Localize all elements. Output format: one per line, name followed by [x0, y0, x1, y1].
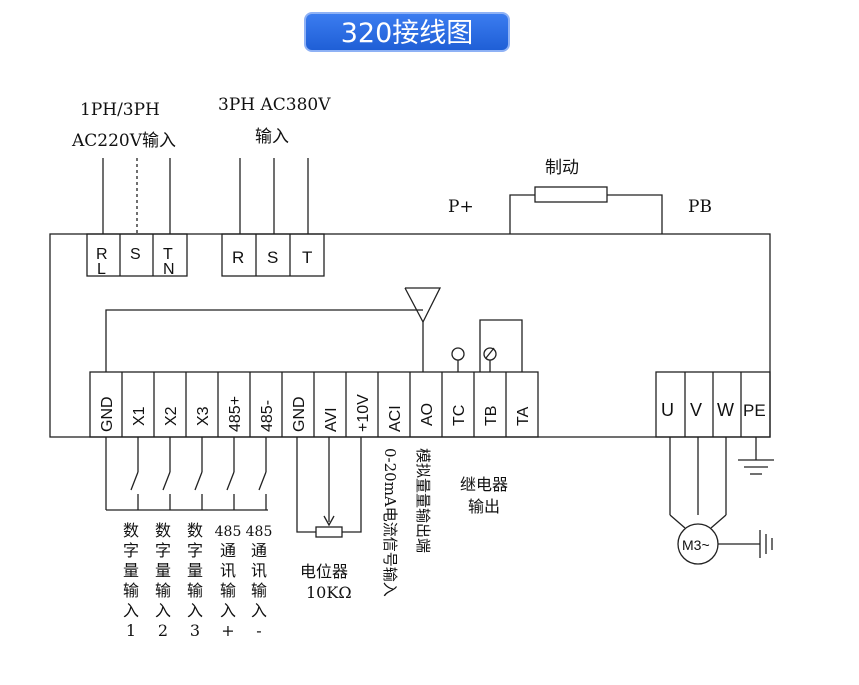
description-char: 量 [123, 561, 139, 580]
description-char: 量 [155, 561, 171, 580]
input-switch [226, 437, 235, 510]
relay-label-line2: 输出 [468, 497, 500, 516]
input-switch [130, 437, 139, 510]
description-char: 3 [190, 621, 200, 640]
three-phase-label-line2: 输入 [255, 127, 289, 147]
control-terminal-ta: TA [515, 406, 532, 426]
control-terminal-aci: ACI [387, 405, 404, 432]
description-char: 485 [246, 524, 273, 540]
p-plus-label: P+ [448, 197, 474, 217]
three-phase-label-line1: 3PH AC380V [218, 95, 331, 115]
single-phase-label-line2: AC220V输入 [71, 131, 176, 151]
control-terminal-x2: X2 [163, 406, 180, 426]
single-phase-terminal-block [86, 233, 188, 277]
description-char: 输 [251, 581, 267, 600]
description-char: 讯 [220, 561, 236, 580]
description-char: 485 [215, 524, 242, 540]
control-terminal-ao: AO [419, 403, 436, 426]
potentiometer [315, 526, 343, 538]
brake-label: 制动 [545, 158, 579, 178]
pb-label: PB [688, 197, 712, 217]
description-char: 讯 [251, 561, 267, 580]
control-terminal-x1: X1 [131, 406, 148, 426]
description-char: 输 [220, 581, 236, 600]
description-char: 量 [187, 561, 203, 580]
description-char: 入 [187, 601, 203, 620]
terminal-w: W [717, 400, 734, 420]
description-char: + [221, 621, 234, 640]
description-char: 入 [251, 601, 267, 620]
input-switch [258, 437, 267, 510]
control-terminal-485minus: 485- [259, 400, 276, 432]
description-char: 数 [123, 521, 139, 540]
control-terminal-x3: X3 [195, 406, 212, 426]
description-char: 入 [123, 601, 139, 620]
terminal-u: U [661, 400, 674, 420]
control-terminal-avi: AVI [323, 407, 340, 432]
description-char: 字 [155, 541, 171, 560]
control-terminal-plus10v: +10V [355, 394, 372, 432]
description-char: 通 [251, 541, 267, 560]
pot-label-line2: 10KΩ [306, 583, 352, 602]
terminal-n: N [163, 261, 175, 278]
description-char: 数 [155, 521, 171, 540]
description-char: 输 [155, 581, 171, 600]
description-char: 数 [187, 521, 203, 540]
description-char: 字 [123, 541, 139, 560]
terminal-r: R [96, 246, 108, 263]
description-char: 输 [123, 581, 139, 600]
terminal-r3: R [232, 248, 244, 267]
control-terminal-485plus: 485+ [227, 396, 244, 432]
input-switch [162, 437, 171, 510]
brake-resistor [534, 186, 608, 203]
terminal-t3: T [302, 248, 312, 267]
input-switch [194, 437, 203, 510]
aci-description: 0-20mA电流信号输入 [381, 448, 399, 597]
description-char: 通 [220, 541, 236, 560]
description-char: 入 [220, 601, 236, 620]
terminal-s3: S [267, 248, 278, 267]
terminal-pe: PE [743, 401, 766, 420]
terminal-s: S [130, 246, 141, 263]
description-char: 2 [158, 621, 168, 640]
three-phase-terminal-block [221, 233, 325, 277]
motor-label: M3~ [682, 537, 710, 553]
description-char: 输 [187, 581, 203, 600]
relay-label-line1: 继电器 [460, 475, 508, 494]
control-terminal-tc: TC [451, 405, 468, 426]
pot-label-line1: 电位器 [300, 562, 348, 581]
control-terminal-tb: TB [483, 406, 500, 426]
description-char: - [256, 621, 261, 640]
ao-description: 模拟量量输出端 [414, 448, 432, 553]
description-char: 1 [126, 621, 136, 640]
terminal-l: L [97, 261, 106, 278]
diagram-title: 320接线图 [304, 12, 510, 52]
control-terminal-gnd: GND [99, 396, 116, 432]
terminal-v: V [690, 400, 702, 420]
description-char: 字 [187, 541, 203, 560]
description-char: 入 [155, 601, 171, 620]
terminal-t: T [163, 246, 173, 263]
control-terminal-gnd: GND [291, 396, 308, 432]
single-phase-label-line1: 1PH/3PH [80, 100, 160, 120]
